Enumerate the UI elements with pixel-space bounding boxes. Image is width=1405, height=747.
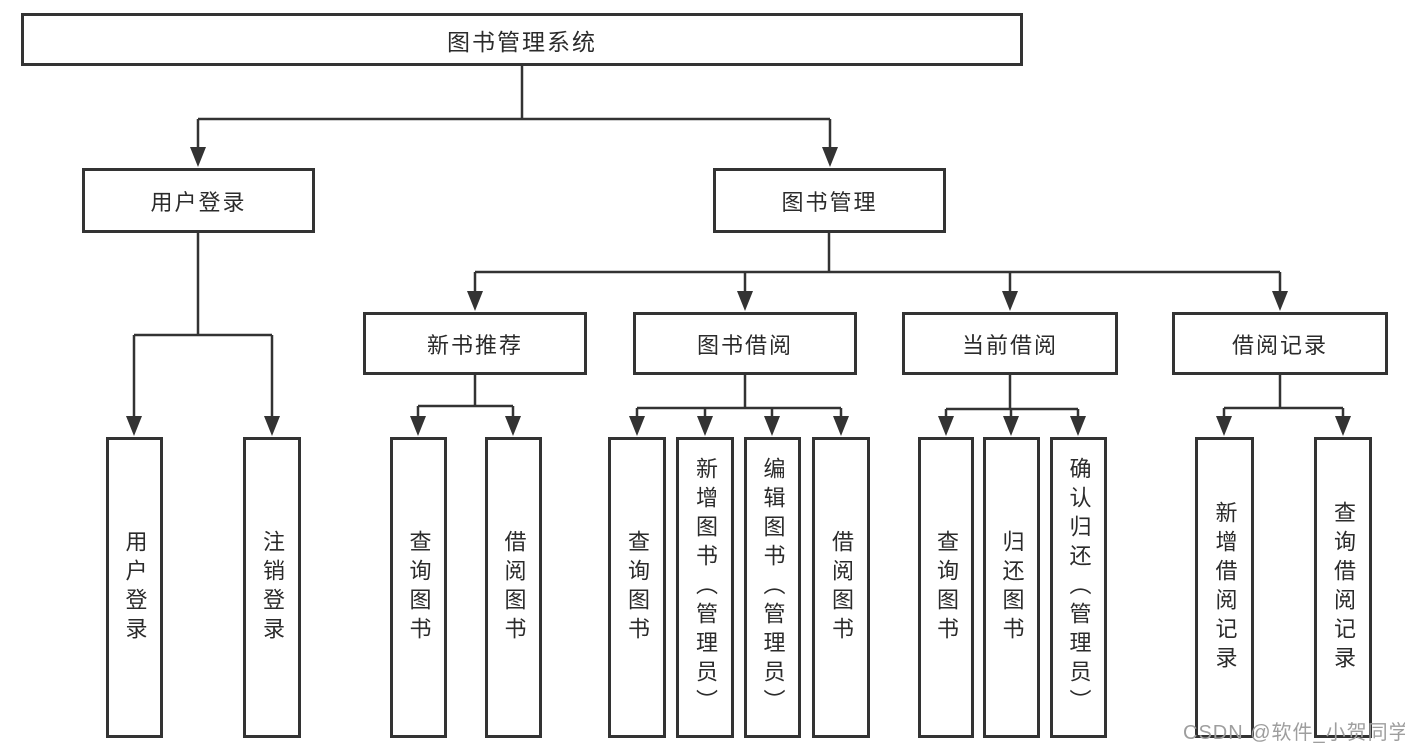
node-new-book-recommendation: 新书推荐	[363, 312, 587, 375]
leaf-add-borrow-record: 新增借阅记录	[1195, 437, 1254, 738]
arrowhead-icon	[764, 416, 780, 436]
leaf-logout: 注销登录	[243, 437, 301, 738]
leaf-return-books: 归还图书	[983, 437, 1040, 738]
leaf-borrow-books-borrowing: 借阅图书	[812, 437, 870, 738]
leaf-query-books-current: 查询图书	[918, 437, 974, 738]
arrowhead-icon	[629, 416, 645, 436]
node-book-borrowing: 图书借阅	[633, 312, 857, 375]
arrowhead-icon	[410, 416, 426, 436]
arrowhead-icon	[822, 147, 838, 167]
node-current-borrowing: 当前借阅	[902, 312, 1118, 375]
arrowhead-icon	[1335, 416, 1351, 436]
arrowhead-icon	[505, 416, 521, 436]
leaf-user-login: 用户登录	[106, 437, 163, 738]
arrowhead-icon	[467, 291, 483, 311]
node-book-management: 图书管理	[713, 168, 946, 233]
arrowhead-icon	[1070, 416, 1086, 436]
leaf-borrow-books-recommendation: 借阅图书	[485, 437, 542, 738]
arrowhead-icon	[697, 416, 713, 436]
arrowhead-icon	[126, 416, 142, 436]
arrowhead-icon	[938, 416, 954, 436]
arrowhead-icon	[737, 291, 753, 311]
node-borrowing-records: 借阅记录	[1172, 312, 1388, 375]
leaf-query-books-recommendation: 查询图书	[390, 437, 447, 738]
node-library-management-system: 图书管理系统	[21, 13, 1023, 66]
arrowhead-icon	[833, 416, 849, 436]
leaf-query-borrow-record: 查询借阅记录	[1314, 437, 1372, 738]
arrowhead-icon	[190, 147, 206, 167]
arrowhead-icon	[264, 416, 280, 436]
leaf-confirm-return-admin: 确认归还（管理员）	[1050, 437, 1107, 738]
arrowhead-icon	[1002, 291, 1018, 311]
node-user-login: 用户登录	[82, 168, 315, 233]
arrowhead-icon	[1216, 416, 1232, 436]
leaf-add-books-admin: 新增图书（管理员）	[676, 437, 734, 738]
watermark: CSDN @软件_小贺同学	[1183, 722, 1405, 744]
leaf-edit-books-admin: 编辑图书（管理员）	[744, 437, 801, 738]
arrowhead-icon	[1003, 416, 1019, 436]
leaf-query-books-borrowing: 查询图书	[608, 437, 666, 738]
arrowhead-icon	[1272, 291, 1288, 311]
